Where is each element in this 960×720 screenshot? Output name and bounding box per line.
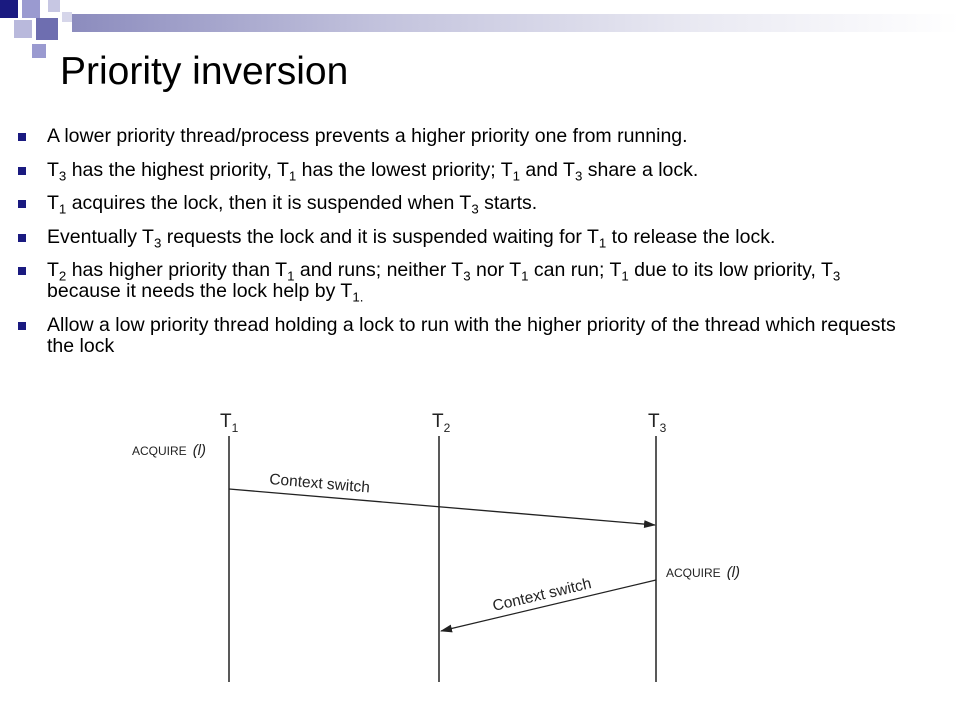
bullet-text: A lower priority thread/process prevents… <box>47 125 688 147</box>
priority-inversion-diagram: T1 T2 T3 ACQUIRE(l) ACQUIRE(l) Context s… <box>132 411 740 682</box>
acquire-label-t1: ACQUIRE(l) <box>132 442 206 459</box>
bullet-text: Eventually T3 requests the lock and it i… <box>47 225 776 251</box>
context-switch-arrow-1 <box>228 488 656 529</box>
context-switch-label-2: Context switch <box>491 575 593 615</box>
bullet-item: T1 acquires the lock, then it is suspend… <box>18 192 918 217</box>
bullet-square-icon <box>18 267 26 275</box>
decor-square-light <box>14 20 32 38</box>
thread-label-t2: T2 <box>432 411 451 435</box>
bullet-square-icon <box>18 166 26 175</box>
decor-square-dark <box>0 0 18 18</box>
bullet-text: T1 acquires the lock, then it is suspend… <box>47 192 538 217</box>
bullet-text: Allow a low priority thread holding a lo… <box>47 313 896 357</box>
acquire-label-t3: ACQUIRE(l) <box>666 564 740 581</box>
slide-title: Priority inversion <box>60 50 349 93</box>
decor-square-light <box>62 12 72 22</box>
bullet-text: T2 has higher priority than T1 and runs;… <box>47 259 841 305</box>
bullet-item: T2 has higher priority than T1 and runs;… <box>18 259 918 305</box>
decor-square-light <box>32 44 46 58</box>
thread-label-t1: T1 <box>220 411 239 435</box>
bullet-item: Eventually T3 requests the lock and it i… <box>18 225 918 251</box>
bullet-square-icon <box>18 200 26 208</box>
bullet-item: Allow a low priority thread holding a lo… <box>18 313 918 357</box>
thread-label-t3: T3 <box>648 411 667 435</box>
bullet-list: A lower priority thread/process prevents… <box>18 126 918 369</box>
decor-square-light <box>22 0 40 18</box>
context-switch-label-1: Context switch <box>269 471 371 496</box>
context-switch-arrow-2 <box>440 579 657 633</box>
header-gradient-bar <box>72 14 960 32</box>
bullet-item: T3 has the highest priority, T1 has the … <box>18 158 918 184</box>
decor-square-light <box>48 0 60 12</box>
decor-square-light <box>36 18 58 40</box>
bullet-square-icon <box>18 233 26 242</box>
bullet-square-icon <box>18 321 26 330</box>
bullet-text: T3 has the highest priority, T1 has the … <box>47 158 699 184</box>
bullet-square-icon <box>18 133 26 141</box>
bullet-item: A lower priority thread/process prevents… <box>18 126 918 147</box>
